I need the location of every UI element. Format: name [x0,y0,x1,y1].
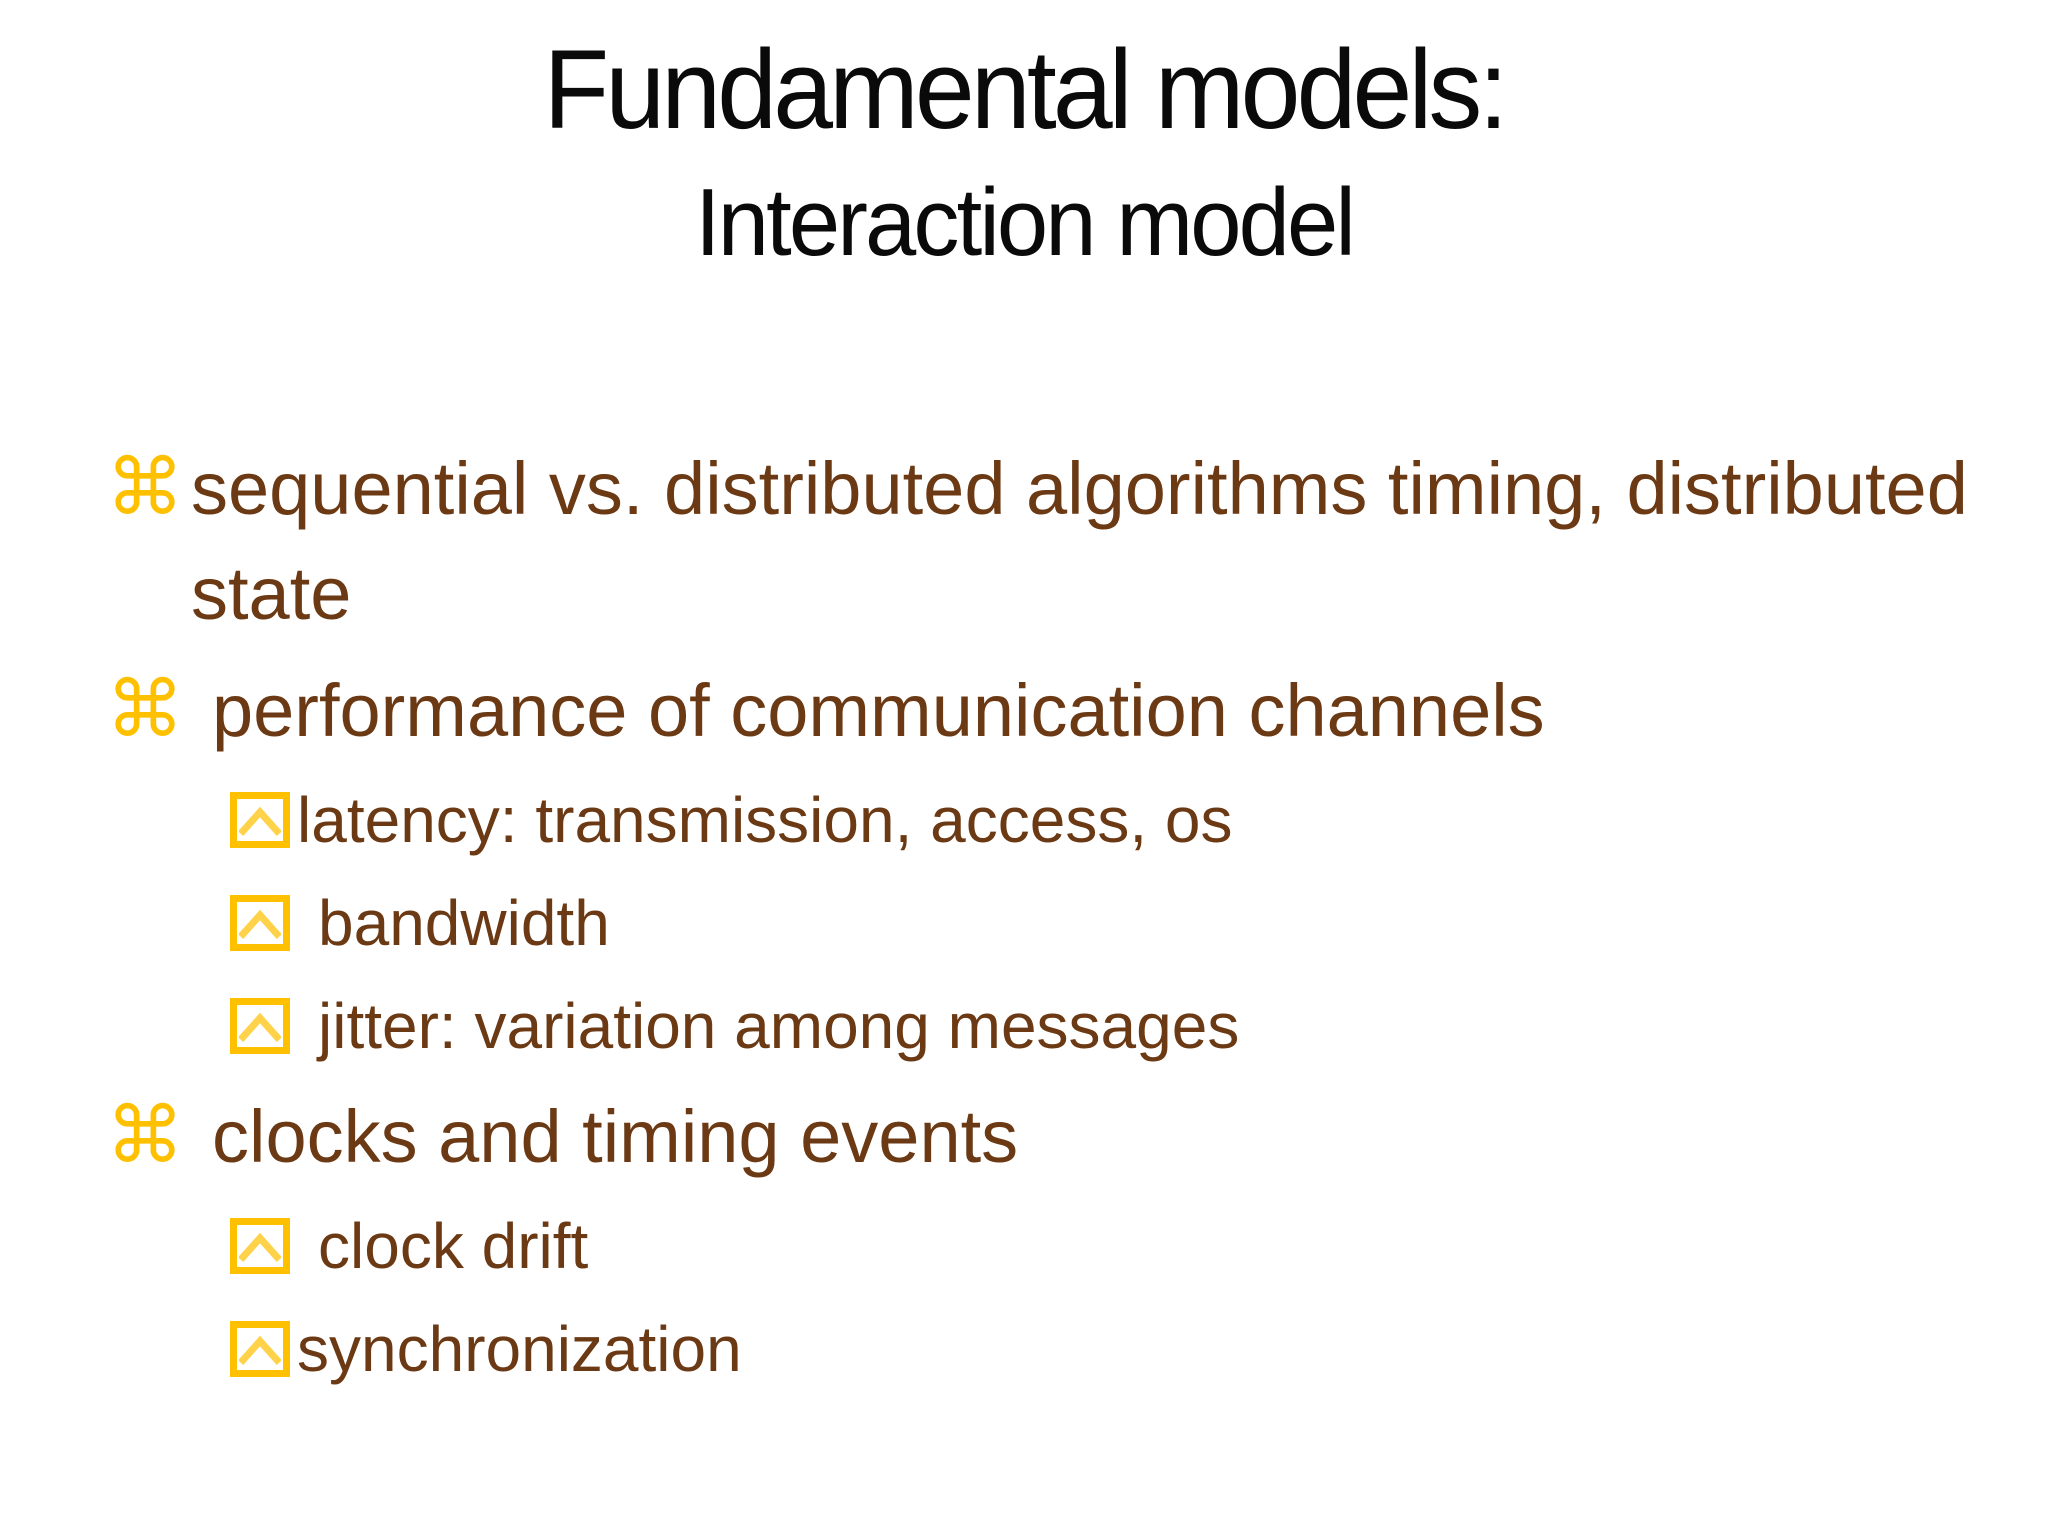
list-item-label: performance of communication channels [212,668,1545,752]
list-item-label: jitter: variation among messages [318,989,1240,1062]
chevron-box-bullet-icon [230,894,290,951]
list-item: clock drift [0,1201,1992,1292]
command-bullet-icon: ⌘ [106,664,184,755]
bullet-list: ⌘ sequential vs. distributed algorithms … [0,436,2048,1395]
command-bullet-icon: ⌘ [106,442,184,533]
list-item: ⌘ performance of communication channels [0,658,1992,763]
chevron-box-bullet-icon [230,791,290,848]
list-item: latency: transmission, access, os [0,775,1992,866]
list-item: synchronization [0,1304,1992,1395]
command-bullet-icon: ⌘ [106,1090,184,1181]
list-item-label: synchronization [297,1312,742,1385]
list-item-label: clock drift [318,1209,589,1282]
slide-title: Fundamental models: [543,27,1509,152]
list-item-label: sequential vs. distributed algorithms ti… [191,446,1968,635]
chevron-box-bullet-icon [230,997,290,1054]
title-block: Fundamental models: Interaction model [0,0,2048,276]
list-item-label: bandwidth [318,886,610,959]
list-item: ⌘ clocks and timing events [0,1084,1992,1189]
list-item-label: clocks and timing events [212,1094,1019,1178]
list-item-label: latency: transmission, access, os [297,783,1233,856]
list-item: jitter: variation among messages [0,981,1992,1072]
list-item: bandwidth [0,878,1992,969]
chevron-box-bullet-icon [230,1320,290,1377]
list-item: ⌘ sequential vs. distributed algorithms … [0,436,1992,646]
chevron-box-bullet-icon [230,1217,290,1274]
slide-subtitle: Interaction model [695,169,1356,277]
